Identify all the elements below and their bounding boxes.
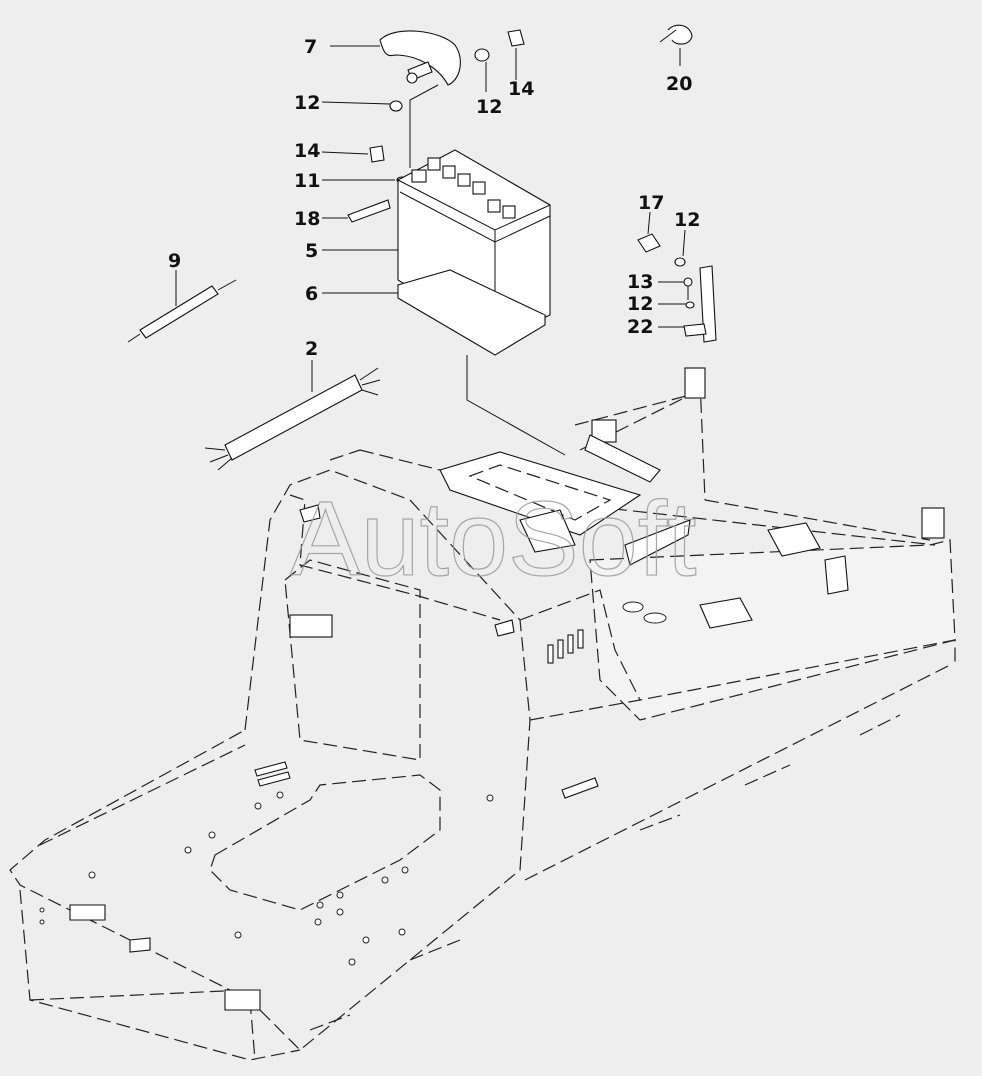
callout-7: 7 bbox=[304, 36, 317, 58]
washer-nut-group-top bbox=[321, 29, 525, 184]
battery-strap-part-7 bbox=[330, 30, 461, 86]
clip-part-20 bbox=[659, 24, 693, 66]
callout-12: 12 bbox=[627, 293, 653, 315]
machine-frame bbox=[9, 367, 956, 1061]
callout-5: 5 bbox=[305, 240, 318, 262]
callout-12: 12 bbox=[476, 96, 502, 118]
watermark-text: AutoSoft bbox=[290, 480, 697, 598]
battery-leader-line bbox=[466, 355, 566, 456]
callout-14: 14 bbox=[508, 78, 534, 100]
bracket-assembly bbox=[637, 211, 717, 343]
callout-12: 12 bbox=[294, 92, 320, 114]
battery-pad-part-6 bbox=[322, 269, 547, 356]
callout-12: 12 bbox=[674, 209, 700, 231]
callout-labels: 7 12 12 14 14 11 18 5 6 9 2 20 17 12 13 … bbox=[168, 36, 700, 360]
clamp-plate-part-18 bbox=[322, 199, 391, 223]
callout-22: 22 bbox=[627, 316, 653, 338]
callout-2: 2 bbox=[305, 338, 318, 360]
callout-9: 9 bbox=[168, 250, 181, 272]
callout-18: 18 bbox=[294, 208, 320, 230]
tube-part-9 bbox=[127, 270, 237, 343]
callout-11: 11 bbox=[294, 170, 320, 192]
callout-13: 13 bbox=[627, 271, 653, 293]
callout-14: 14 bbox=[294, 140, 320, 162]
callout-17: 17 bbox=[638, 192, 664, 214]
callout-6: 6 bbox=[305, 283, 318, 305]
cable-part-2 bbox=[204, 360, 381, 471]
callout-20: 20 bbox=[666, 73, 692, 95]
